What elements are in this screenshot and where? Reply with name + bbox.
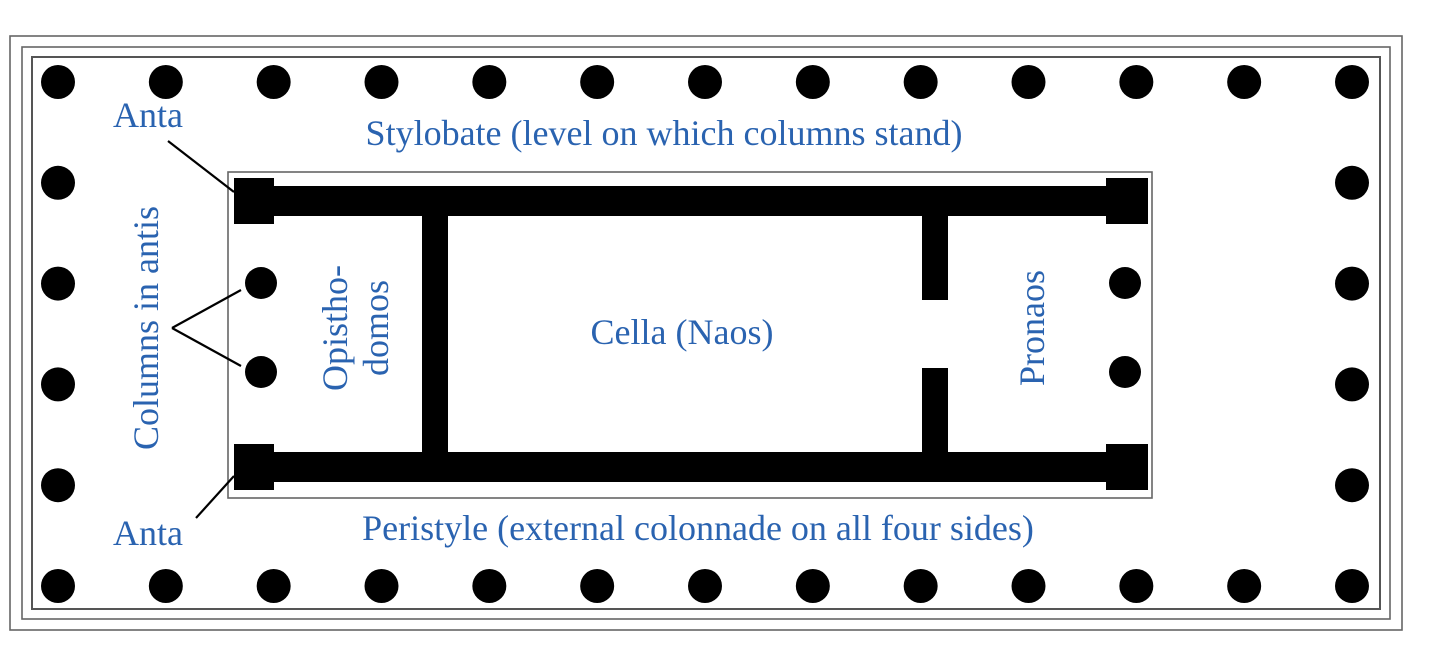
- peristyle-column-top-5: [580, 65, 615, 99]
- peristyle-column-top-2: [256, 65, 291, 99]
- peristyle-column-top-6: [688, 65, 722, 99]
- outer-platform-line: [9, 35, 1403, 631]
- peristyle-column-bottom-9: [1011, 569, 1046, 603]
- peristyle-column-top-10: [1119, 65, 1154, 99]
- peristyle-column-east-1: [1335, 165, 1369, 200]
- peristyle-column-top-3: [364, 65, 399, 99]
- label-stylobate: Stylobate (level on which columns stand): [366, 113, 963, 153]
- peristyle-column-bottom-5: [580, 569, 615, 603]
- naos-building: [227, 171, 1153, 499]
- peristyle-column-top-4: [472, 65, 507, 99]
- antis-column-east-upper: [1109, 267, 1141, 299]
- north-wall: [234, 186, 1148, 216]
- antis-column-west-lower: [245, 356, 277, 388]
- peristyle-column-bottom-12: [1335, 569, 1369, 603]
- peristyle-column-bottom-1: [148, 569, 183, 603]
- pronaos-wall-upper: [922, 210, 948, 300]
- pronaos-wall-lower: [922, 368, 948, 458]
- peristyle-column-bottom-0: [41, 569, 75, 603]
- peristyle-column-top-7: [795, 65, 830, 99]
- platform-outline: [9, 35, 1403, 631]
- leader-antis-upper: [171, 289, 242, 329]
- peristyle-column-top-9: [1011, 65, 1046, 99]
- label-peristyle: Peristyle (external colonnade on all fou…: [362, 508, 1034, 548]
- anta-top-left: [234, 178, 274, 224]
- anta-bottom-right: [1106, 444, 1148, 490]
- peristyle-column-bottom-10: [1119, 569, 1154, 603]
- peristyle-column-bottom-7: [795, 569, 830, 603]
- peristyle-column-top-0: [41, 65, 75, 99]
- antis-column-east-lower: [1109, 356, 1141, 388]
- peristyle-column-bottom-4: [472, 569, 507, 603]
- peristyle-column-top-11: [1227, 65, 1262, 99]
- label-opisthodomos-line1: Opistho-: [315, 265, 355, 391]
- peristyle-column-top-1: [148, 65, 183, 99]
- label-opisthodomos-line2: domos: [356, 280, 396, 376]
- leader-antis-lower: [171, 327, 242, 367]
- middle-platform-line: [21, 46, 1391, 620]
- label-pronaos: Pronaos: [1012, 270, 1052, 386]
- leader-anta-top: [167, 140, 235, 193]
- peristyle-column-east-3: [1335, 367, 1369, 402]
- peristyle-column-bottom-8: [903, 569, 938, 603]
- leader-lines: [167, 140, 242, 519]
- peristyle-column-east-4: [1335, 468, 1369, 503]
- south-wall: [234, 452, 1148, 482]
- peristyle-column-top-8: [903, 65, 938, 99]
- labels: Anta Anta Stylobate (level on which colu…: [113, 95, 1052, 553]
- peristyle-column-bottom-2: [256, 569, 291, 603]
- peristyle-columns: [41, 65, 1369, 603]
- peristyle-column-bottom-3: [364, 569, 399, 603]
- antis-column-west-upper: [245, 267, 277, 299]
- naos-outline: [227, 171, 1153, 499]
- peristyle-column-top-12: [1335, 65, 1369, 99]
- opisthodomos-cross-wall: [422, 210, 448, 458]
- leader-anta-bottom: [195, 475, 235, 519]
- peristyle-column-west-1: [41, 165, 75, 200]
- peristyle-column-west-3: [41, 367, 75, 402]
- label-cella: Cella (Naos): [591, 312, 774, 352]
- peristyle-column-west-4: [41, 468, 75, 503]
- label-anta-bottom: Anta: [113, 513, 183, 553]
- label-columns-in-antis: Columns in antis: [126, 206, 166, 450]
- peristyle-column-bottom-6: [688, 569, 722, 603]
- columns-in-antis: [245, 267, 1141, 388]
- peristyle-column-bottom-11: [1227, 569, 1262, 603]
- peristyle-column-east-2: [1335, 266, 1369, 301]
- anta-top-right: [1106, 178, 1148, 224]
- anta-bottom-left: [234, 444, 274, 490]
- inner-platform-line: [31, 56, 1381, 610]
- peristyle-column-west-2: [41, 266, 75, 301]
- label-anta-top: Anta: [113, 95, 183, 135]
